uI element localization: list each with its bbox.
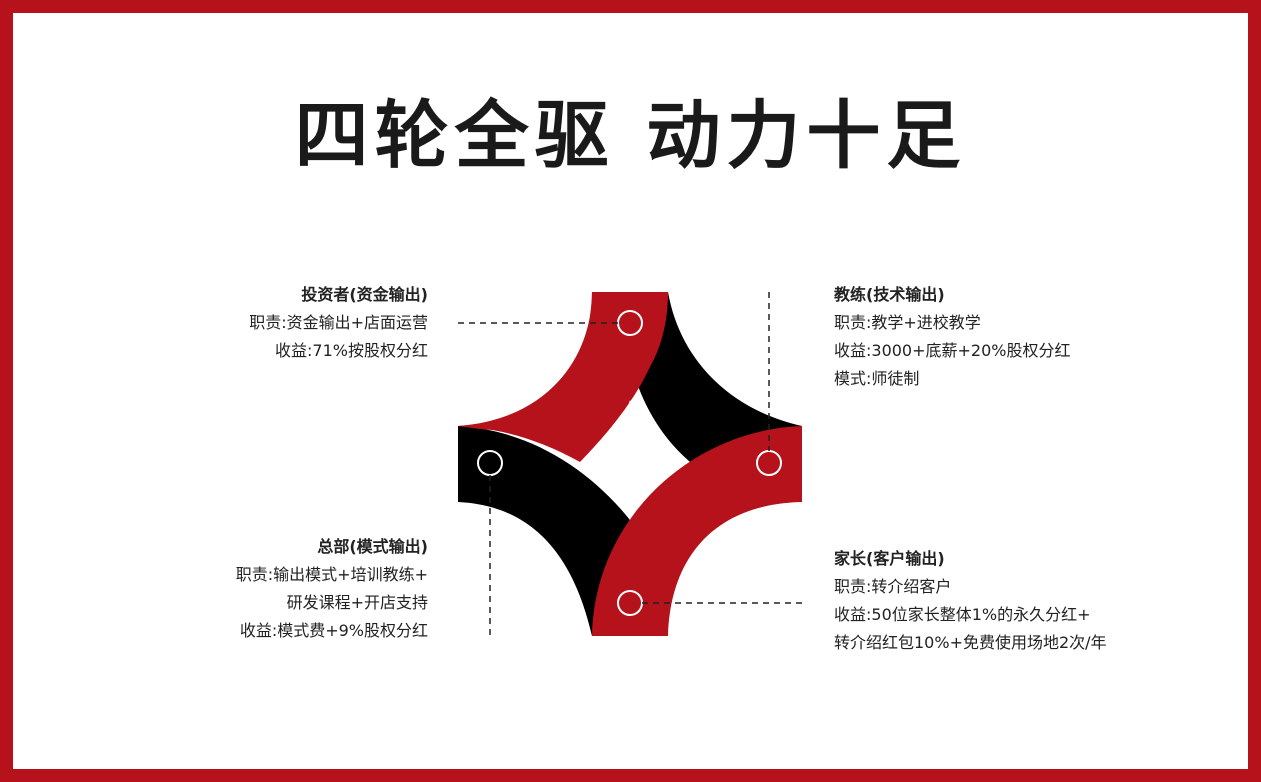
hq-line: 职责:输出模式+培训教练+ — [235, 565, 428, 584]
parent-heading: 家长(客户输出) — [834, 549, 945, 568]
investor-line: 收益:71%按股权分红 — [275, 341, 428, 360]
investor-heading: 投资者(资金输出) — [301, 285, 428, 304]
parent-line: 职责:转介绍客户 — [834, 577, 952, 596]
coach-line: 收益:3000+底薪+20%股权分红 — [834, 341, 1071, 360]
page-title: 四轮全驱 动力十足 — [294, 93, 967, 179]
parent-block: 家长(客户输出) 职责:转介绍客户 收益:50位家长整体1%的永久分红+ 转介绍… — [834, 545, 1154, 657]
coach-wheel-black-body — [630, 292, 802, 470]
investor-wheel-red-fill — [458, 292, 668, 462]
hq-wheel-black — [458, 426, 630, 636]
investor-block: 投资者(资金输出) 职责:资金输出+店面运营 收益:71%按股权分红 — [180, 281, 428, 365]
parent-line: 转介绍红包10%+免费使用场地2次/年 — [834, 633, 1107, 652]
hq-heading: 总部(模式输出) — [317, 537, 428, 556]
center-diamond — [580, 400, 680, 520]
coach-block: 教练(技术输出) 职责:教学+进校教学 收益:3000+底薪+20%股权分红 模… — [834, 281, 1134, 393]
hq-block: 总部(模式输出) 职责:输出模式+培训教练+ 研发课程+开店支持 收益:模式费+… — [180, 533, 428, 645]
hq-line: 收益:模式费+9%股权分红 — [239, 621, 428, 640]
parent-wheel-red — [592, 426, 802, 636]
coach-line: 职责:教学+进校教学 — [834, 313, 981, 332]
investor-line: 职责:资金输出+店面运营 — [249, 313, 428, 332]
parent-line: 收益:50位家长整体1%的永久分红+ — [834, 605, 1091, 624]
coach-line: 模式:师徒制 — [834, 369, 920, 388]
coach-heading: 教练(技术输出) — [834, 285, 945, 304]
hq-line: 研发课程+开店支持 — [286, 593, 428, 612]
